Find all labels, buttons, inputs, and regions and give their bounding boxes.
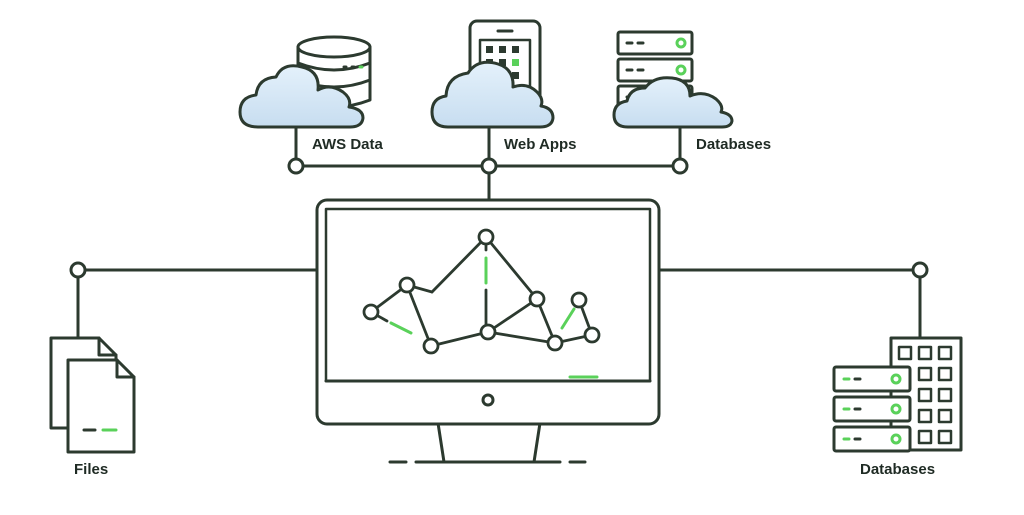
document-icon: [66, 358, 136, 454]
web-apps-node: [430, 19, 555, 129]
databases-top-node: [612, 30, 734, 129]
cloud-icon: [430, 60, 555, 129]
server-rack-icon: [832, 365, 912, 453]
network-graph-icon: [362, 228, 601, 355]
connector-dots: [69, 157, 929, 279]
aws-data-node: [238, 35, 372, 129]
label-files: Files: [74, 461, 109, 478]
label-aws-data: AWS Data: [312, 136, 383, 153]
cloud-icon: [612, 76, 734, 129]
graph-nodes: [362, 228, 601, 355]
label-web-apps: Web Apps: [504, 136, 577, 153]
files-node: [49, 336, 136, 454]
building-icon: [889, 336, 963, 452]
label-databases-top: Databases: [696, 136, 772, 153]
databases-bottom-node: [832, 336, 963, 453]
graph-accent-edges: [389, 256, 576, 335]
cloud-icon: [238, 64, 365, 129]
label-databases-bottom: Databases: [860, 461, 936, 478]
monitor-icon: [315, 198, 661, 464]
